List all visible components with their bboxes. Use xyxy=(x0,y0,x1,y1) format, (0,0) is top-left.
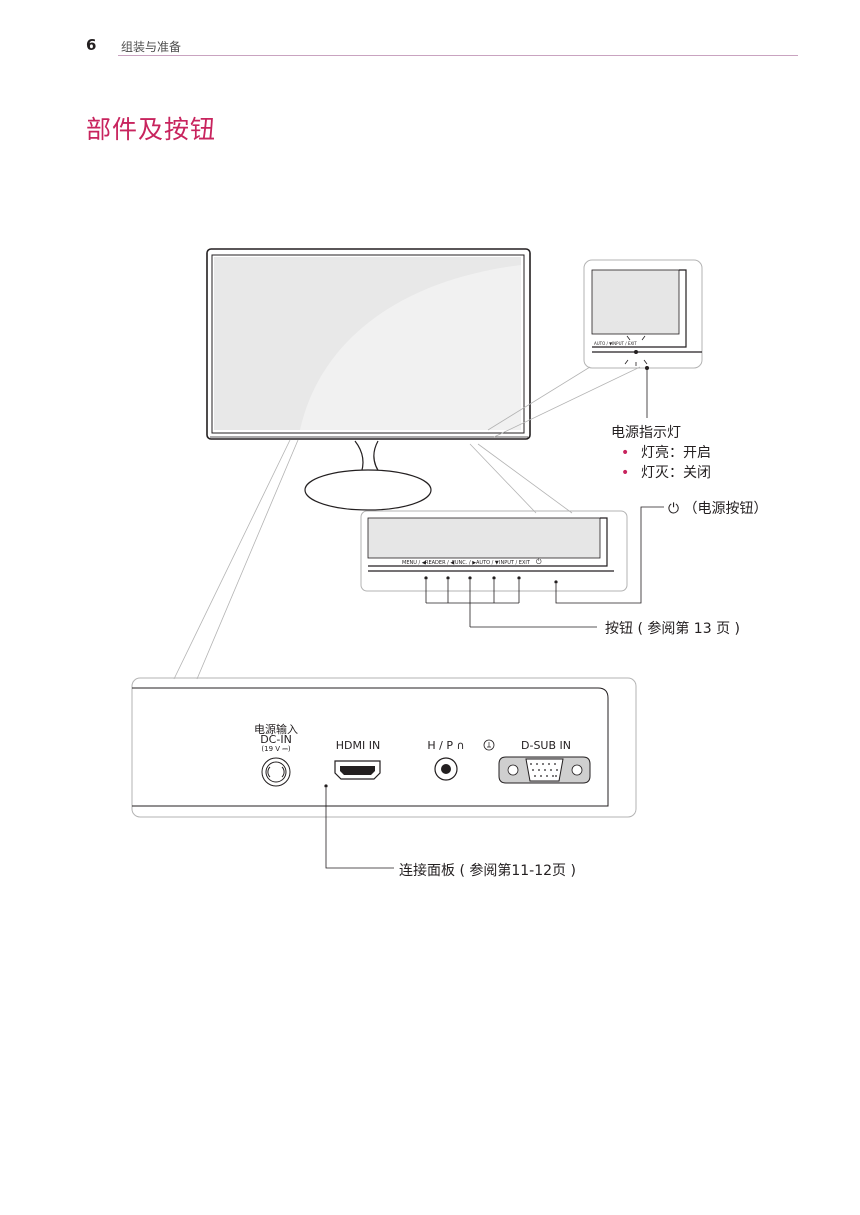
connection-panel-callout: 连接面板 ( 参阅第11-12页 ) xyxy=(399,863,576,879)
power-button-label: （电源按钮） xyxy=(683,501,768,517)
power-indicator-detail xyxy=(583,259,703,418)
power-icon: ⏻ xyxy=(668,501,680,517)
dc-in-rating: (19 V ⎓) xyxy=(261,745,291,753)
button-label-reader: READER / ◀ xyxy=(425,560,455,566)
power-indicator-on-text: 灯亮：开启 xyxy=(641,445,711,461)
power-indicator-title: 电源指示灯 xyxy=(611,425,681,441)
hdmi-in-label: HDMI IN xyxy=(335,739,381,752)
power-button-callout: ⏻ （电源按钮） xyxy=(668,498,768,518)
section-title: 部件及按钮 xyxy=(86,115,217,144)
connection-panel-detail xyxy=(131,677,637,869)
power-indicator-item-on: • 灯亮：开启 xyxy=(621,442,711,462)
dsub-in-label: D-SUB IN xyxy=(521,739,571,752)
dc-in-label-cn: 电源输入 xyxy=(254,723,298,736)
dc-in-label: DC-IN xyxy=(260,733,292,746)
buttons-callout: 按钮 ( 参阅第 13 页 ) xyxy=(605,621,740,637)
hp-label: H / P ∩ xyxy=(424,739,468,752)
buttons-detail xyxy=(360,506,664,628)
bullet-dot-icon: • xyxy=(621,445,630,461)
header-divider xyxy=(118,55,798,56)
button-label-auto: AUTO / ▼ xyxy=(476,560,499,566)
button-label-input: INPUT / EXIT xyxy=(499,560,530,566)
bullet-dot-icon: • xyxy=(621,465,630,481)
power-indicator-off-text: 灯灭：关闭 xyxy=(641,465,711,481)
monitor-front-illustration xyxy=(206,248,531,511)
button-power-icon: ⏻ xyxy=(536,558,542,566)
indicator-detail-button-input: INPUT / EXIT xyxy=(612,341,637,346)
page-number: 6 xyxy=(86,36,97,54)
button-label-func: FUNC. / ▶ xyxy=(452,560,477,566)
chapter-title: 组装与准备 xyxy=(121,40,182,54)
button-label-menu: MENU / ◀ xyxy=(402,560,426,566)
power-indicator-item-off: • 灯灭：关闭 xyxy=(621,462,711,482)
headphone-icon: ∩ xyxy=(453,739,465,752)
indicator-detail-button-auto: AUTO / ▼ xyxy=(594,341,613,346)
hp-label-text: H / P xyxy=(427,739,454,752)
